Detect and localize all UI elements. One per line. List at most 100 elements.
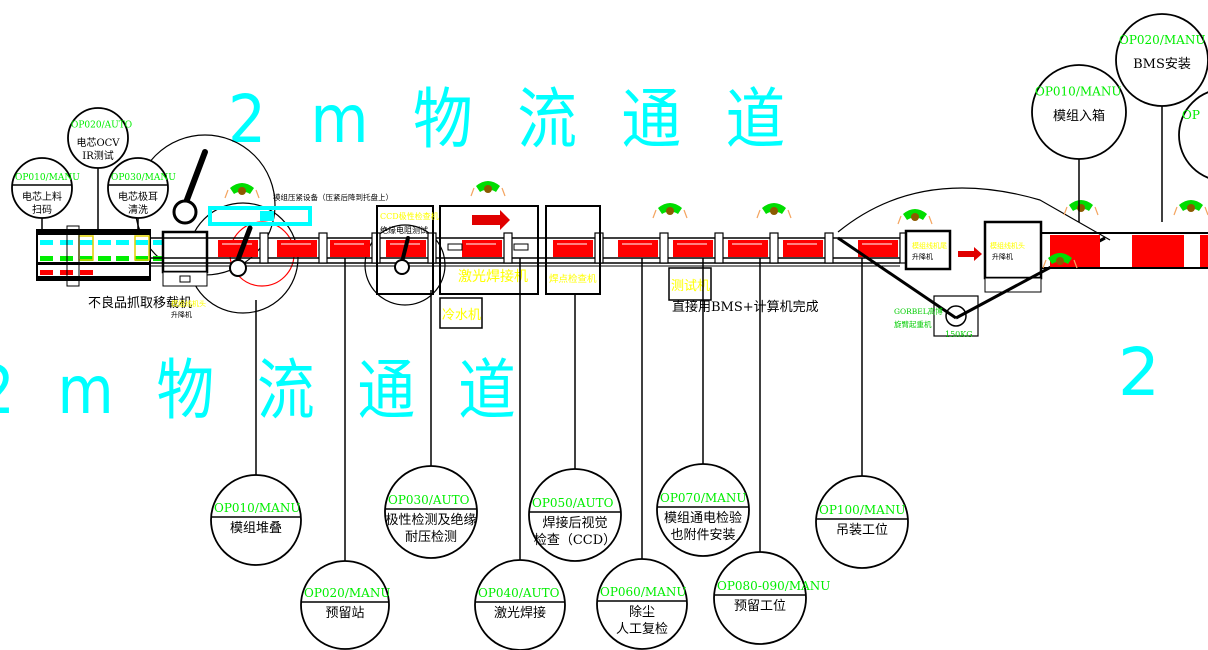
stopper xyxy=(824,232,834,264)
station-task: 吊装工位 xyxy=(836,523,888,538)
tester-note: 直接用BMS+计算机完成 xyxy=(672,299,819,315)
pallet xyxy=(462,240,502,257)
stopper xyxy=(318,232,328,264)
station-task: 极性检测及绝缘 xyxy=(385,512,476,528)
line-head-lift-label-2: 升降机 xyxy=(171,310,192,319)
operator-icon xyxy=(470,181,506,197)
operator-icon xyxy=(1063,200,1099,216)
station-circle xyxy=(11,157,73,219)
ccd-check-label: CCD极性检查机 xyxy=(380,211,439,221)
station-task: 模组堆叠 xyxy=(230,521,282,536)
cell-tray xyxy=(135,256,148,261)
cell-tray xyxy=(116,256,129,261)
station-circle xyxy=(528,468,622,562)
station-task: 耐压检测 xyxy=(405,530,457,545)
station-task: 人工复检 xyxy=(616,622,668,637)
pack-head-lift-label-1: 模组线机头 xyxy=(990,241,1025,250)
stopper xyxy=(769,232,779,264)
station-task: 焊接后视觉 xyxy=(542,515,607,531)
station-task: 清洗 xyxy=(128,203,148,216)
station-task: 模组入箱 xyxy=(1053,108,1105,124)
station-code: OP xyxy=(1182,108,1200,122)
pallet xyxy=(728,240,768,257)
cell-tray xyxy=(116,240,129,245)
operator-icon xyxy=(1042,253,1078,269)
transfer-arrow xyxy=(958,247,982,261)
cell-tray xyxy=(98,240,111,245)
station-circle xyxy=(656,463,750,557)
station-bubble: OP xyxy=(1178,91,1208,179)
station-circle xyxy=(713,551,807,645)
station-task: IR测试 xyxy=(82,149,113,162)
line-tail-lift xyxy=(904,229,952,271)
pallet xyxy=(673,240,713,257)
line-tail-lift-label-1: 模组线机尾 xyxy=(912,241,947,250)
station-circle xyxy=(474,559,566,650)
station-code: OP030/AUTO xyxy=(388,493,470,507)
station-task: 模组通电检验 xyxy=(664,510,742,526)
pack-head-lift-label-2: 升降机 xyxy=(992,252,1013,261)
laser-welder xyxy=(439,205,539,295)
station-circle xyxy=(1115,13,1208,107)
station-circle xyxy=(67,107,129,169)
station-code: OP070/MANU xyxy=(660,491,746,505)
cell-tray xyxy=(80,240,93,245)
robot-arm-2 xyxy=(229,225,253,277)
pallet xyxy=(783,240,823,257)
aisle-label-bottom: 2 m 物 流 通 道 xyxy=(0,352,528,429)
laser-welder-label: 激光焊接机 xyxy=(458,268,528,285)
line-head-lift-label-1: 模组线机头 xyxy=(171,299,206,308)
operator-icon xyxy=(756,203,792,219)
crane-label-1: GORBEL高博 xyxy=(894,306,943,316)
aisle-label-right: 2 m xyxy=(1118,334,1208,411)
stopper xyxy=(259,232,269,264)
insulation-test-label: 绝缘电阻测试 xyxy=(380,225,428,235)
station-code: OP010/MANU xyxy=(214,501,300,515)
operator-icon xyxy=(1173,200,1208,216)
station-circle xyxy=(210,474,302,566)
station-bubble: OP010/MANU 模组堆叠 xyxy=(210,300,302,566)
stations: OP010/MANU电芯上料扫码OP020/AUTO电芯OCVIR测试OP030… xyxy=(11,13,1208,650)
pallet xyxy=(330,240,370,257)
robot-arm-3 xyxy=(394,236,410,275)
station-code: OP060/MANU xyxy=(600,585,686,599)
station-task: 除尘 xyxy=(629,605,655,620)
station-circle xyxy=(300,560,390,650)
station-code: OP050/AUTO xyxy=(532,496,614,510)
crane-label-2: 旋臂起重机 xyxy=(894,319,932,329)
station-bubble: OP100/MANU 吊装工位 xyxy=(815,258,909,569)
stopper xyxy=(659,232,669,264)
pallet xyxy=(277,240,317,257)
station-code: OP030/MANU xyxy=(111,173,176,183)
tester-frame xyxy=(668,267,712,301)
cell-tray xyxy=(80,270,93,275)
pallet xyxy=(553,240,593,257)
station-code: OP080-090/MANU xyxy=(717,579,830,593)
stopper xyxy=(714,232,724,264)
station-circle xyxy=(596,558,688,650)
chiller-frame xyxy=(439,297,483,329)
pack-head-lift xyxy=(983,220,1043,280)
station-code: OP040/AUTO xyxy=(478,586,560,600)
station-task: BMS安装 xyxy=(1133,57,1191,72)
station-code: OP100/MANU xyxy=(819,503,905,517)
station-circle xyxy=(815,475,909,569)
station-task: 检查（CCD） xyxy=(534,533,616,548)
station-code: OP020/MANU xyxy=(304,586,390,600)
pallet xyxy=(618,240,658,257)
cell-tray xyxy=(153,240,166,245)
chiller-label: 冷水机 xyxy=(442,308,481,323)
operators xyxy=(224,181,1208,269)
station-task: 电芯OCV xyxy=(76,136,120,149)
reject-transfer-label: 不良品抓取移载机 xyxy=(88,295,192,311)
pack-head-lift-base xyxy=(984,277,1042,293)
station-task: 也附件安装 xyxy=(670,528,735,543)
